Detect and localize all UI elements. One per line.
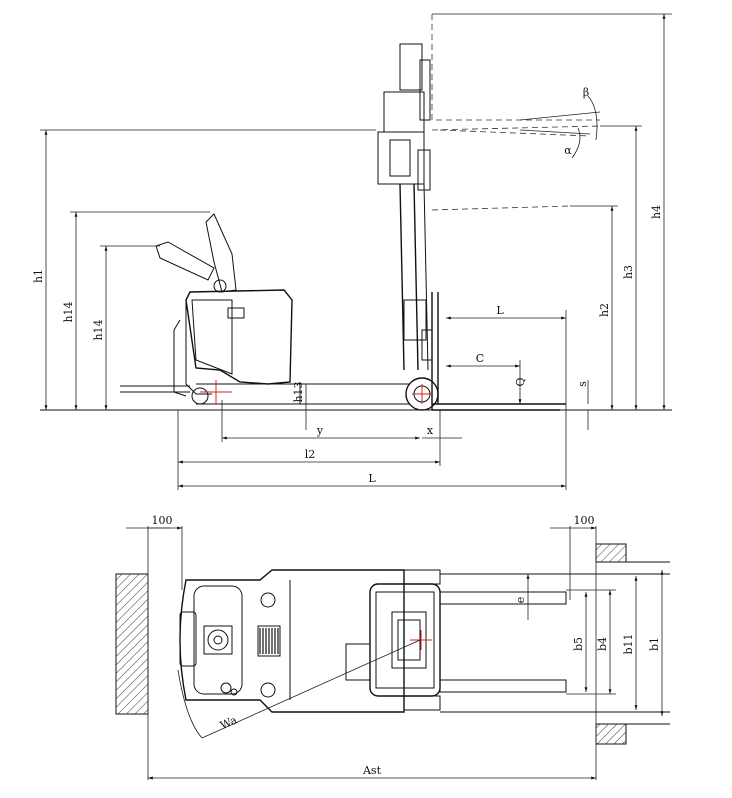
label-L-bottom: L bbox=[368, 472, 376, 485]
raised-load-outline bbox=[431, 13, 672, 211]
tiller-handle bbox=[155, 213, 237, 293]
label-e: e bbox=[514, 597, 527, 604]
label-clearance-left: 100 bbox=[152, 514, 173, 527]
label-L-top: L bbox=[496, 304, 504, 317]
label-h13: h13 bbox=[292, 381, 305, 402]
top-view: 100 100 bbox=[115, 514, 670, 780]
center-marks bbox=[200, 380, 432, 404]
label-b11: b11 bbox=[622, 633, 635, 654]
label-h3: h3 bbox=[622, 265, 635, 279]
wheels bbox=[191, 377, 439, 411]
turning-radius bbox=[177, 639, 421, 739]
label-h2: h2 bbox=[598, 303, 611, 317]
mast bbox=[377, 43, 433, 371]
right-wall-bottom bbox=[595, 723, 627, 745]
side-view: h1 h14 h14 h2 h3 h4 h13 L C Q s y x l2 L… bbox=[32, 13, 672, 490]
label-h1: h1 bbox=[32, 269, 45, 283]
label-b5: b5 bbox=[572, 637, 585, 651]
label-Wa: Wa bbox=[218, 713, 239, 732]
truck-body bbox=[120, 289, 410, 405]
carriage-top bbox=[369, 569, 441, 711]
label-s: s bbox=[576, 381, 589, 387]
label-alpha: α bbox=[564, 144, 572, 157]
label-h4: h4 bbox=[650, 205, 663, 219]
label-x: x bbox=[427, 424, 434, 437]
forks bbox=[431, 292, 566, 411]
label-h14-outer: h14 bbox=[62, 301, 75, 322]
forks-top bbox=[439, 573, 670, 713]
left-wall bbox=[115, 573, 149, 715]
right-wall-top bbox=[595, 543, 627, 563]
label-beta: β bbox=[583, 86, 589, 99]
label-h14-inner: h14 bbox=[92, 319, 105, 340]
truck-body-top bbox=[179, 569, 405, 713]
tilt-arcs bbox=[519, 95, 601, 159]
label-C: C bbox=[476, 352, 484, 365]
label-b1: b1 bbox=[648, 637, 661, 651]
label-l2: l2 bbox=[305, 448, 316, 461]
vertical-dimensions bbox=[40, 14, 666, 430]
label-Ast: Ast bbox=[362, 764, 382, 777]
horizontal-dimensions bbox=[177, 310, 567, 490]
label-y: y bbox=[316, 424, 324, 437]
label-b4: b4 bbox=[596, 637, 609, 651]
label-clearance-right: 100 bbox=[574, 514, 595, 527]
label-Q: Q bbox=[514, 377, 527, 386]
